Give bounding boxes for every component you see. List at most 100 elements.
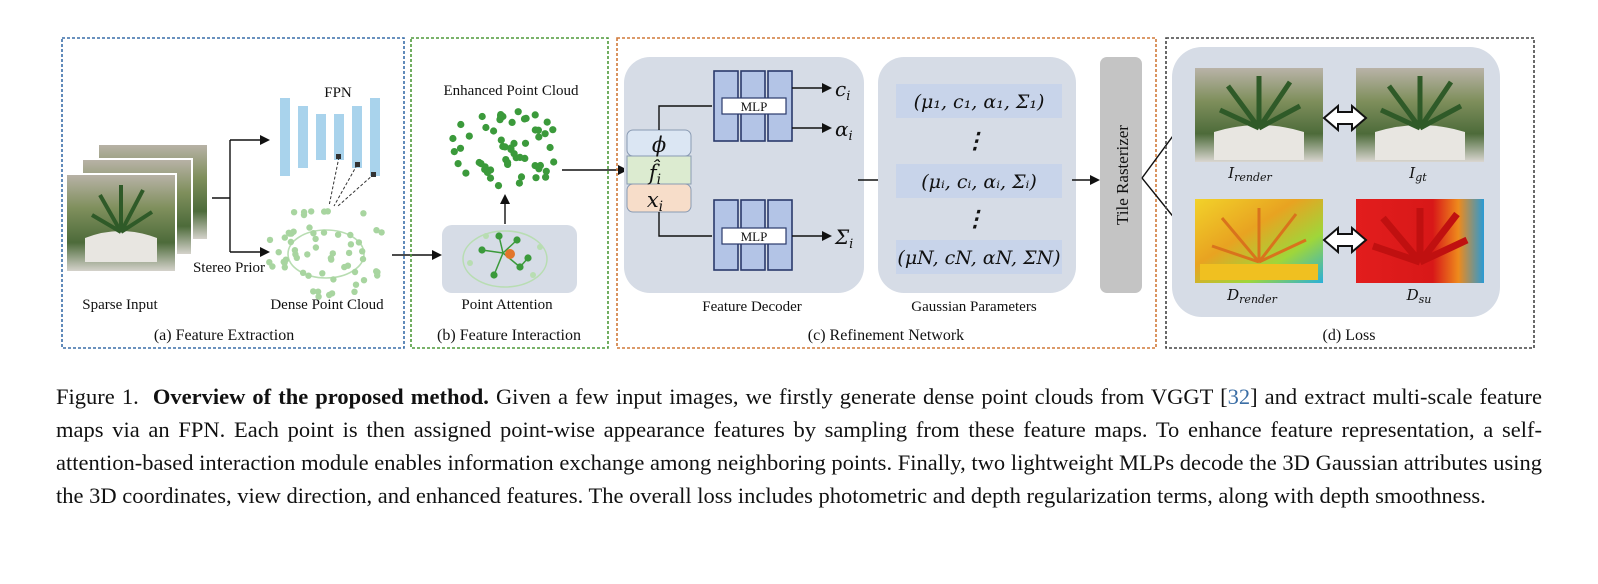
dense-point-cloud-label: Dense Point Cloud — [270, 297, 384, 313]
enhanced-point — [497, 136, 505, 144]
dense-point — [290, 209, 298, 216]
phi-symbol: ϕ — [652, 133, 666, 157]
panel-a-label: (a) Feature Extraction — [154, 327, 294, 344]
dense-point — [347, 241, 355, 248]
dense-point — [373, 227, 380, 234]
panel-a-border — [61, 37, 405, 349]
caption-figure-label: Figure 1. — [56, 384, 139, 409]
dense-point — [300, 208, 308, 216]
enhanced-point — [501, 143, 509, 151]
enhanced-point — [457, 120, 465, 129]
output-c: ci — [835, 77, 850, 104]
dense-point — [360, 277, 368, 284]
dense-point — [359, 255, 367, 263]
param-row-1: (μ₁, c₁, α₁, Σ₁) — [914, 91, 1045, 113]
x-symbol: xi — [647, 188, 663, 215]
enhanced-point — [514, 108, 522, 116]
enhanced-point — [531, 126, 539, 134]
dense-point — [320, 229, 328, 236]
dense-point — [319, 270, 326, 277]
mlp-top: MLP — [713, 70, 793, 142]
dense-point — [287, 238, 295, 246]
panel-b-label: (b) Feature Interaction — [437, 327, 581, 344]
dense-point — [266, 236, 274, 244]
enhanced-point — [541, 130, 549, 138]
dense-point — [359, 248, 366, 255]
dense-point — [312, 235, 319, 243]
dense-point — [328, 290, 336, 297]
enhanced-point — [532, 174, 540, 182]
point-attention-graph — [462, 230, 548, 288]
caption-title: Overview of the proposed method. — [152, 384, 489, 409]
enhanced-point — [462, 169, 470, 177]
enhanced-point — [478, 112, 486, 121]
enhanced-point — [465, 132, 473, 140]
dense-point — [310, 230, 317, 237]
ground-truth-image — [1356, 68, 1484, 162]
param-row-n-bg — [896, 240, 1062, 274]
panel-c-border — [616, 37, 1157, 349]
dense-point — [374, 272, 381, 279]
enhanced-point — [543, 118, 551, 126]
dense-point — [308, 208, 315, 215]
param-row-i-bg — [896, 164, 1062, 198]
param-row-i: (μᵢ, cᵢ, αᵢ, Σᵢ) — [921, 171, 1037, 193]
enhanced-point — [517, 173, 526, 181]
dense-point — [275, 249, 282, 256]
enhanced-point — [494, 182, 503, 190]
enhanced-point — [549, 126, 557, 134]
dense-point — [310, 288, 317, 295]
enhanced-point — [515, 179, 524, 187]
fpn-pyramid — [280, 98, 380, 176]
dense-point — [299, 269, 307, 276]
i-render-label: Irender — [1227, 164, 1272, 184]
param-row-1-bg — [896, 84, 1062, 118]
dense-point — [305, 272, 312, 279]
panel-refinement-network: ϕ f̂i xi MLP MLP ci αi Σi Feature Decode… — [616, 37, 1157, 349]
output-sigma: Σi — [834, 225, 853, 252]
enhanced-point — [542, 167, 550, 175]
mlp-top-label: MLP — [741, 99, 768, 114]
enhanced-point — [510, 150, 518, 158]
dense-point-cloud — [266, 208, 385, 300]
dense-point — [341, 263, 348, 271]
dense-point — [355, 239, 363, 246]
dense-point — [292, 251, 299, 258]
fhat-feature — [626, 155, 692, 185]
fpn-sampling-lines — [328, 154, 376, 207]
feature-decoder-label: Feature Decoder — [702, 299, 802, 315]
mlp-bottom-label: MLP — [741, 229, 768, 244]
enhanced-point — [546, 143, 554, 152]
enhanced-point — [550, 158, 558, 166]
dense-point — [266, 259, 273, 266]
dense-point — [315, 293, 322, 300]
panel-feature-extraction: Sparse Input Stereo Prior FPN Dense Poin… — [61, 37, 405, 349]
dense-point — [321, 208, 328, 215]
enhanced-point — [507, 144, 515, 152]
dense-point — [281, 264, 288, 271]
caption-citation-link[interactable]: 32 — [1227, 384, 1251, 409]
compare-arrow-top-icon — [1322, 103, 1368, 133]
dense-point — [282, 256, 290, 263]
d-su-label: Dsu — [1406, 286, 1432, 306]
dense-point — [351, 288, 358, 295]
dense-point — [281, 234, 288, 241]
sparse-input-label: Sparse Input — [82, 297, 158, 313]
param-dots-1: ⋮ — [964, 128, 986, 154]
decoder-connectors — [658, 105, 712, 237]
dense-point — [306, 224, 313, 231]
fpn-label: FPN — [324, 85, 352, 101]
dense-point — [352, 281, 360, 288]
point-attention-label: Point Attention — [461, 297, 553, 313]
panel-b-border — [410, 37, 609, 349]
tile-rasterizer-label: Tile Rasterizer — [1113, 125, 1132, 225]
panel-d-label: (d) Loss — [1323, 327, 1376, 344]
rendered-image — [1195, 68, 1323, 162]
param-dots-2: ⋮ — [964, 206, 986, 232]
enhanced-point — [531, 111, 539, 119]
dense-point — [329, 250, 336, 257]
i-gt-label: Igt — [1408, 164, 1427, 184]
enhanced-point — [504, 160, 512, 168]
enhanced-point — [521, 139, 530, 147]
panel-loss: Irender Igt Drender Dsu (d) Loss — [1165, 37, 1535, 349]
